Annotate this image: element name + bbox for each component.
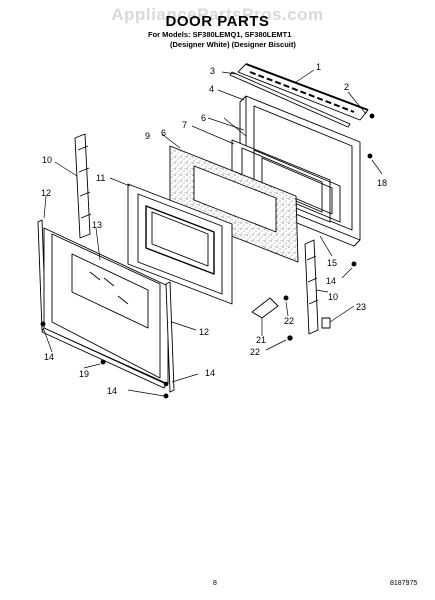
watermark-text: AppliancePartsPros.com: [111, 5, 324, 24]
screw-icons: [40, 113, 375, 399]
hinge-clip: [251, 297, 279, 319]
callout-leaders: [43, 69, 383, 397]
callout-23: 23: [356, 302, 366, 312]
callout-12b: 12: [199, 327, 209, 337]
callout-3: 3: [210, 66, 215, 76]
page-number: 8: [213, 580, 217, 587]
callout-13: 13: [92, 220, 102, 230]
callout-18: 18: [377, 178, 387, 188]
callout-6b: 6: [161, 128, 166, 138]
page-title: DOOR PARTS: [165, 13, 270, 30]
callout-12a: 12: [41, 188, 51, 198]
right-door-hinge: [304, 239, 319, 335]
callout-2: 2: [344, 82, 349, 92]
right-side-trim: [165, 281, 175, 393]
inner-door-panel: [127, 183, 233, 305]
door-top-trim: [237, 63, 369, 121]
callout-22b: 22: [250, 347, 260, 357]
model-list: For Models: SF380LEMQ1, SF380LEMT1: [148, 30, 292, 39]
door-clip: [321, 317, 331, 329]
callout-labels: 1 2 3 4 6 6 7 9 10 11 12 13 18 15 14 10 …: [41, 62, 387, 396]
callout-4: 4: [209, 84, 214, 94]
callout-10b: 10: [328, 292, 338, 302]
callout-10a: 10: [42, 155, 52, 165]
callout-9: 9: [145, 131, 150, 141]
window-frame: [231, 139, 341, 223]
callout-22a: 22: [284, 316, 294, 326]
document-number: 8187975: [390, 580, 418, 587]
callout-19: 19: [79, 369, 89, 379]
door-top-strip: [229, 71, 351, 128]
left-door-hinge: [74, 133, 92, 239]
insulation-cutout: [193, 165, 277, 233]
callout-11: 11: [96, 173, 105, 183]
door-bottom-trim: [41, 327, 167, 389]
callout-1: 1: [316, 62, 321, 72]
callout-7: 7: [182, 120, 187, 130]
callout-6a: 6: [201, 113, 206, 123]
callout-15: 15: [327, 258, 337, 268]
callout-21: 21: [256, 335, 266, 345]
callout-14c: 14: [107, 386, 117, 396]
model-variants: (Designer White) (Designer Biscuit): [170, 40, 296, 49]
callout-14a: 14: [326, 276, 336, 286]
callout-14b: 14: [44, 352, 54, 362]
callout-14d: 14: [205, 368, 215, 378]
